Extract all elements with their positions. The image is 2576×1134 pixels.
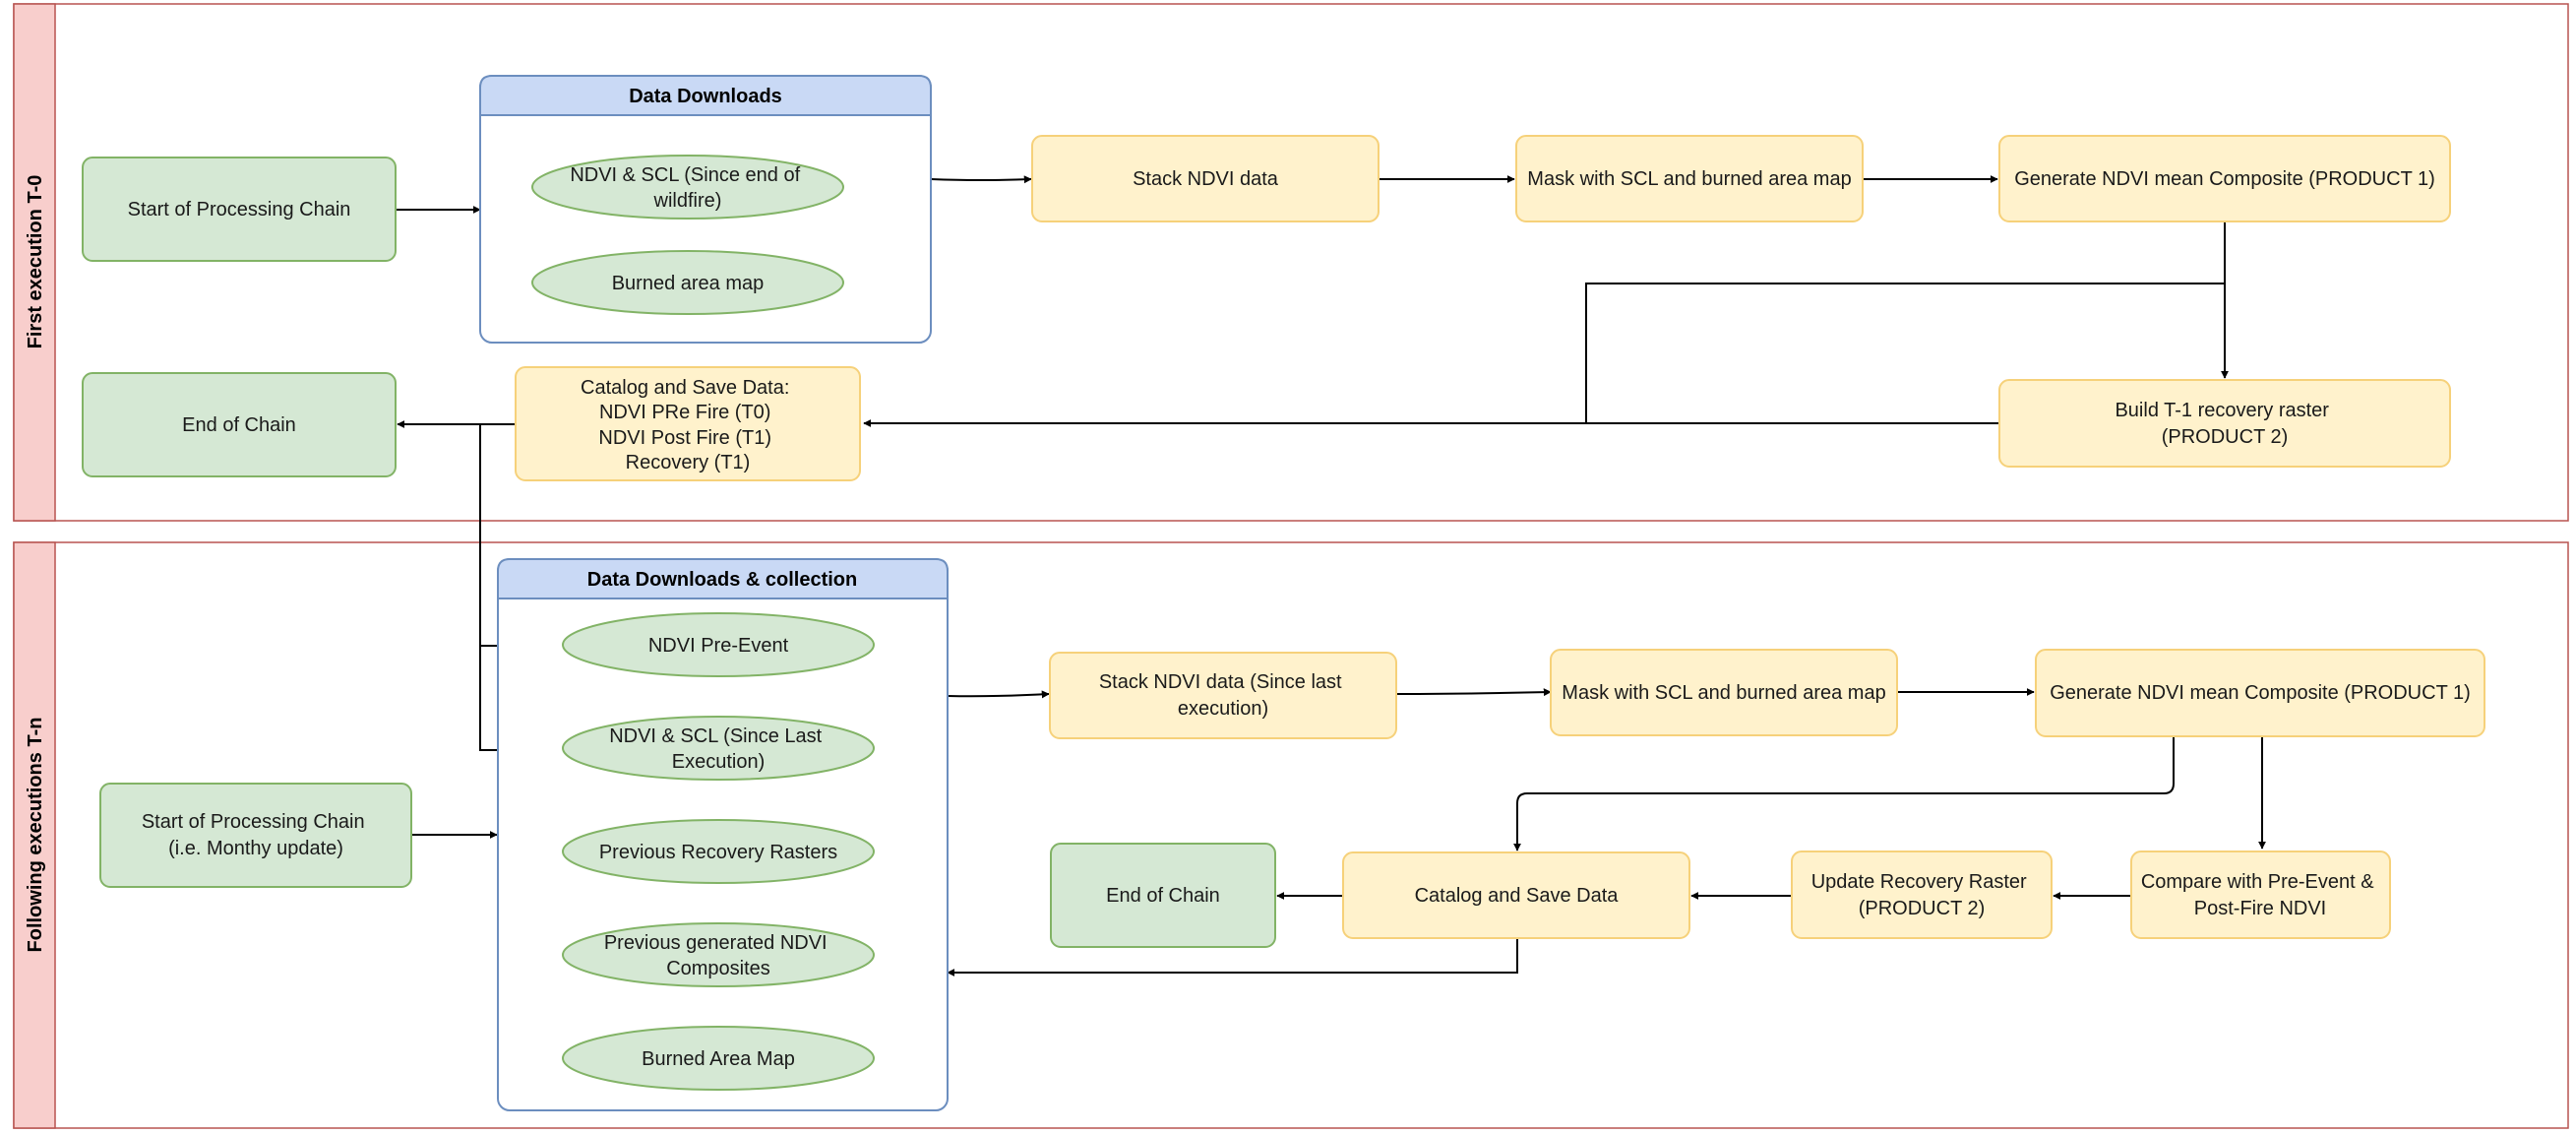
svg-text:Compare with Pre-Event &: Compare with Pre-Event & Post-Fire NDVI: [2141, 871, 2379, 919]
svg-text:Start of Processing Chain: Start of Processing Chain (i.e. Monthy u…: [142, 811, 370, 859]
node-tn-burned-area: Burned Area Map: [562, 1026, 875, 1091]
lane-following-header: [13, 541, 56, 1129]
node-t0-catalog-line4: Recovery (T1): [626, 452, 751, 473]
node-t0-stack: Stack NDVI data: [1031, 135, 1380, 222]
node-t0-ndvi-scl-line1: NDVI & SCL (Since end of: [570, 164, 800, 186]
edge-downloads-to-stack: [930, 175, 1032, 184]
svg-text:NDVI & SCL (Since end of: NDVI & SCL (Since end of wildfire): [570, 164, 805, 212]
edge-stack-to-mask-tn: [1395, 688, 1552, 697]
edge-composite-to-catalog-tn: [1513, 736, 2175, 851]
node-tn-ndvi-scl: NDVI & SCL (Since Last Execution): [562, 716, 875, 781]
node-tn-start-line2: (i.e. Monthy update): [168, 838, 343, 859]
node-t0-end-label: End of Chain: [182, 414, 296, 436]
node-t0-catalog-line2: NDVI PRe Fire (T0): [599, 402, 770, 423]
lane-following-title: Following executions T-n: [25, 718, 46, 953]
edge-collection-to-stack: [947, 690, 1050, 699]
node-tn-end-label: End of Chain: [1106, 885, 1220, 907]
node-tn-compare-line2: Post-Fire NDVI: [2194, 898, 2326, 919]
node-tn-prev-composites: Previous generated NDVI Composites: [562, 922, 875, 987]
node-tn-prev-composites-line1: Previous generated NDVI: [604, 932, 828, 954]
node-tn-prev-recovery: Previous Recovery Rasters: [562, 819, 875, 884]
node-tn-prev-composites-line2: Composites: [666, 958, 770, 979]
node-t0-composite-label: Generate NDVI mean Composite (PRODUCT 1): [2014, 168, 2435, 190]
node-t0-mask-label: Mask with SCL and burned area map: [1527, 168, 1851, 190]
node-t0-build-recovery-line2: (PRODUCT 2): [2162, 426, 2289, 448]
node-t0-start-label: Start of Processing Chain: [128, 199, 351, 220]
node-t0-catalog-line1: Catalog and Save Data:: [581, 377, 789, 399]
node-tn-stack: Stack NDVI data (Since last execution): [1049, 652, 1397, 739]
node-tn-update-recovery-line2: (PRODUCT 2): [1859, 898, 1986, 919]
group-data-downloads-collection-title: Data Downloads & collection: [587, 569, 857, 591]
node-t0-start: Start of Processing Chain: [82, 157, 397, 262]
group-data-downloads-title: Data Downloads: [629, 86, 782, 107]
node-tn-composite-label: Generate NDVI mean Composite (PRODUCT 1): [2050, 682, 2471, 704]
node-tn-start-line1: Start of Processing Chain: [142, 811, 365, 833]
node-t0-ndvi-scl: NDVI & SCL (Since end of wildfire): [531, 155, 844, 220]
node-tn-update-recovery: Update Recovery Raster (PRODUCT 2): [1791, 850, 2053, 939]
node-t0-burned-area: Burned area map: [531, 250, 844, 315]
node-tn-update-recovery-line1: Update Recovery Raster: [1811, 871, 2027, 893]
node-tn-start: Start of Processing Chain (i.e. Monthy u…: [99, 783, 412, 888]
node-tn-catalog-label: Catalog and Save Data: [1415, 885, 1620, 907]
node-tn-prev-recovery-label: Previous Recovery Rasters: [599, 842, 837, 863]
node-tn-compare: Compare with Pre-Event & Post-Fire NDVI: [2130, 850, 2391, 939]
edge-composite-to-catalog: [1585, 283, 2225, 423]
node-tn-stack-line1: Stack NDVI data (Since last: [1099, 671, 1342, 693]
node-tn-mask: Mask with SCL and burned area map: [1550, 649, 1898, 736]
node-t0-stack-label: Stack NDVI data: [1133, 168, 1279, 190]
node-t0-ndvi-scl-line2: wildfire): [653, 190, 722, 212]
lane-first-header: [13, 3, 56, 522]
node-tn-stack-line2: execution): [1178, 698, 1268, 720]
node-tn-compare-line1: Compare with Pre-Event &: [2141, 871, 2374, 893]
node-tn-ndvi-scl-line1: NDVI & SCL (Since Last: [609, 725, 822, 747]
svg-text:Previous generated NDVI: Previous generated NDVI Composites: [604, 932, 832, 979]
node-t0-burned-area-label: Burned area map: [612, 273, 765, 294]
node-t0-catalog: Catalog and Save Data: NDVI PRe Fire (T0…: [515, 366, 861, 481]
node-tn-mask-label: Mask with SCL and burned area map: [1562, 682, 1885, 704]
lane-following-executions: Following executions T-n: [13, 541, 2569, 1129]
node-t0-build-recovery: Build T-1 recovery raster (PRODUCT 2): [1998, 379, 2451, 468]
edge-catalog-to-collection: [947, 939, 1518, 976]
node-tn-end: End of Chain: [1050, 843, 1276, 948]
node-tn-composite: Generate NDVI mean Composite (PRODUCT 1): [2035, 649, 2485, 737]
svg-text:Stack NDVI data (Since last: Stack NDVI data (Since last execution): [1099, 671, 1347, 720]
node-tn-burned-area-label: Burned Area Map: [642, 1048, 795, 1070]
lane-first-title: First execution T-0: [25, 175, 46, 349]
node-tn-ndvi-scl-line2: Execution): [672, 751, 766, 773]
node-t0-end: End of Chain: [82, 372, 397, 477]
node-t0-catalog-line3: NDVI Post Fire (T1): [598, 427, 771, 449]
lane-first-execution: First execution T-0: [13, 3, 2569, 522]
node-tn-pre-event: NDVI Pre-Event: [562, 612, 875, 677]
node-t0-composite: Generate NDVI mean Composite (PRODUCT 1): [1998, 135, 2451, 222]
svg-text:NDVI & SCL (Since Last E: NDVI & SCL (Since Last Execution): [609, 725, 828, 773]
svg-text:Catalog and Save Data: N: Catalog and Save Data: NDVI PRe Fire (T0…: [581, 377, 795, 473]
node-t0-mask: Mask with SCL and burned area map: [1515, 135, 1864, 222]
node-tn-catalog: Catalog and Save Data: [1342, 851, 1690, 939]
node-t0-build-recovery-line1: Build T-1 recovery raster: [2115, 400, 2329, 421]
svg-text:Build T-1 recovery raster: Build T-1 recovery raster (PRODUCT 2): [2115, 400, 2334, 448]
svg-text:Update Recovery Raster (: Update Recovery Raster (PRODUCT 2): [1811, 871, 2033, 919]
node-tn-pre-event-label: NDVI Pre-Event: [648, 635, 789, 657]
